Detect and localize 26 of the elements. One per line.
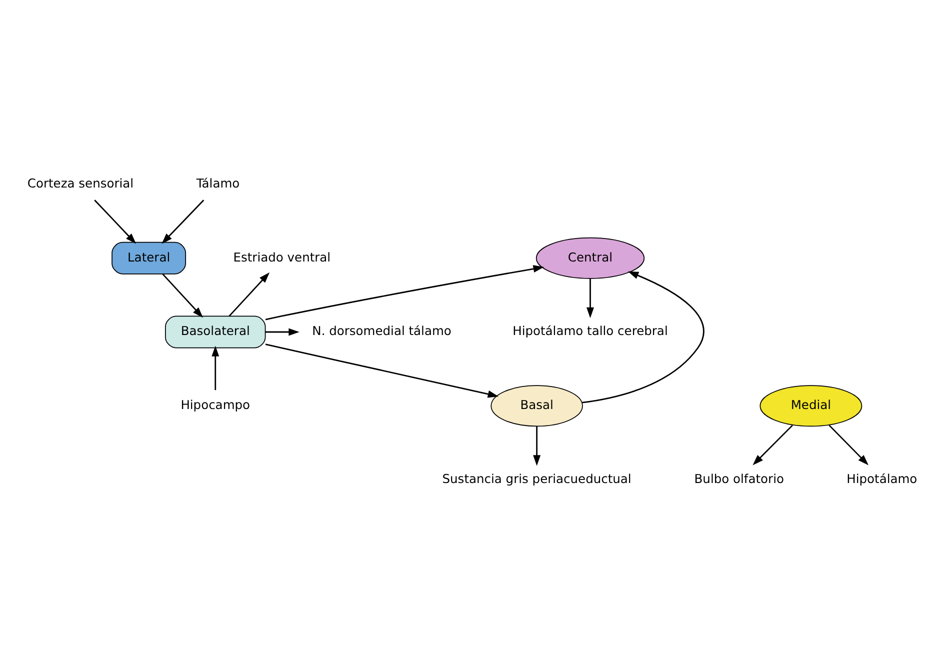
arrow [752, 424, 793, 466]
arrow [586, 278, 594, 318]
node-box: Basolateral [165, 316, 266, 348]
arrow [265, 344, 499, 398]
arrow [94, 200, 136, 244]
arrow [212, 346, 220, 390]
arrow [828, 424, 869, 466]
arrow [582, 271, 704, 404]
node-text: N. dorsomedial tálamo [312, 324, 452, 338]
arrow [228, 272, 270, 317]
node-text: Tálamo [196, 176, 240, 191]
node-ellipse: Basal [490, 385, 583, 427]
node-text: Hipocampo [180, 398, 250, 412]
arrow [162, 273, 204, 318]
node-text: Estriado ventral [233, 250, 331, 264]
node-text: Hipotálamo [846, 472, 918, 486]
node-text: Bulbo olfatorio [694, 472, 784, 486]
node-text: Hipotálamo tallo cerebral [512, 324, 668, 338]
arrow [533, 426, 541, 466]
arrow [265, 328, 300, 336]
node-text: Sustancia gris periacueductual [442, 472, 632, 486]
node-text: Corteza sensorial [27, 176, 134, 191]
node-box: Lateral [112, 242, 186, 274]
arrow [265, 265, 544, 320]
node-ellipse: Medial [760, 385, 862, 427]
arrow [162, 200, 204, 244]
